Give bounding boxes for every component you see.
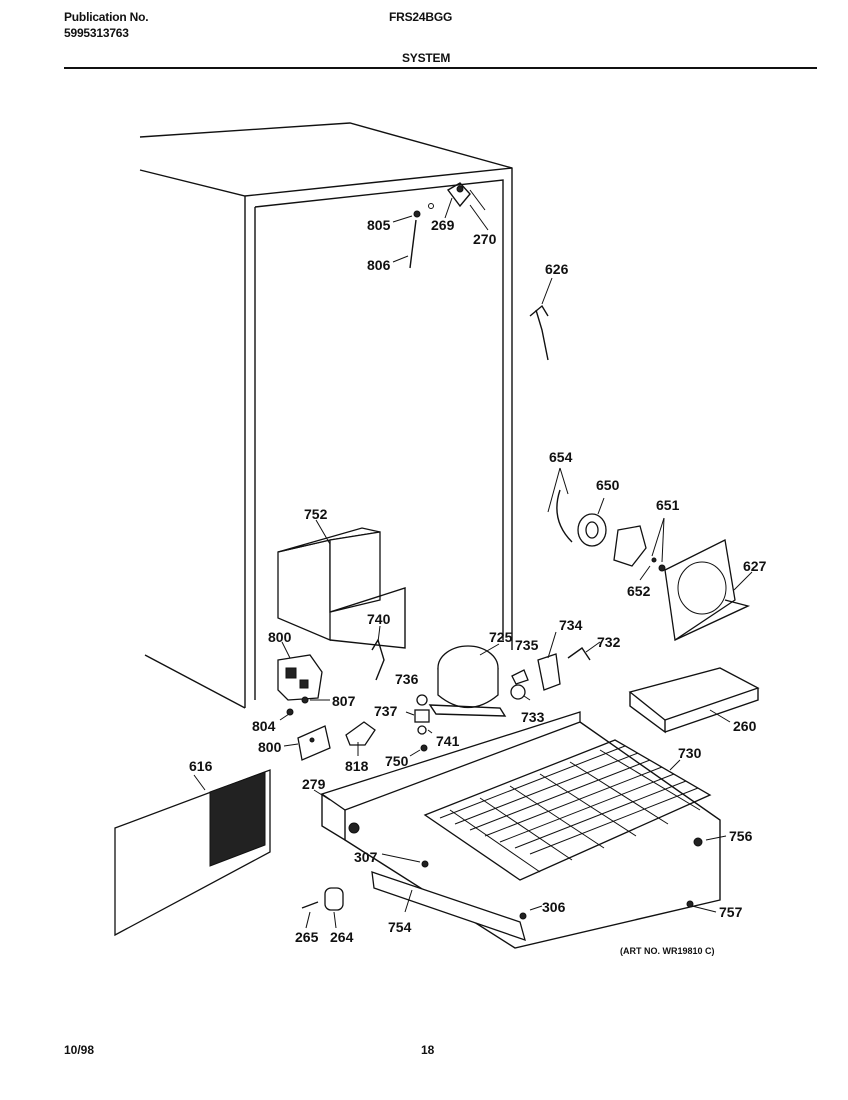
part-label: 626 — [545, 261, 569, 277]
part-label: 260 — [733, 718, 757, 734]
part-label: 650 — [596, 477, 620, 493]
part-label: 307 — [354, 849, 378, 865]
part-label: 725 — [489, 629, 513, 645]
cabinet — [139, 122, 513, 709]
leveling-parts — [301, 887, 344, 929]
art-number: (ART NO. WR19810 C) — [620, 946, 715, 956]
condenser-730 — [423, 739, 712, 881]
part-label: 741 — [436, 733, 460, 749]
part-label: 734 — [559, 617, 583, 633]
part-label: 733 — [521, 709, 545, 725]
part-label: 279 — [302, 776, 326, 792]
relay-parts — [510, 631, 601, 701]
part-label: 806 — [367, 257, 391, 273]
part-label: 754 — [388, 919, 412, 935]
rear-panel-616 — [114, 769, 271, 937]
rail-754 — [371, 853, 543, 942]
part-label: 651 — [656, 497, 680, 513]
bracket-800 — [283, 725, 331, 761]
part-label: 270 — [473, 231, 497, 247]
part-label: 737 — [374, 703, 398, 719]
drain-fitting — [428, 182, 489, 231]
part-label: 740 — [367, 611, 391, 627]
page-number: 18 — [421, 1043, 435, 1057]
part-label: 269 — [431, 217, 455, 233]
part-label: 756 — [729, 828, 753, 844]
part-label: 800 — [258, 739, 282, 755]
bracket-818 — [345, 721, 376, 756]
part-label: 654 — [549, 449, 573, 465]
part-label: 730 — [678, 745, 702, 761]
condenser-fan-assembly — [547, 467, 753, 642]
publication-number: 5995313763 — [64, 26, 129, 40]
section-title: SYSTEM — [402, 51, 451, 65]
part-label: 732 — [597, 634, 621, 650]
drain-pan-260 — [628, 667, 760, 734]
part-label: 818 — [345, 758, 369, 774]
part-label: 616 — [189, 758, 213, 774]
header-rule — [64, 67, 817, 69]
part-label: 800 — [268, 629, 292, 645]
part-label: 264 — [330, 929, 354, 945]
part-label: 306 — [542, 899, 566, 915]
compressor-725 — [428, 643, 507, 717]
part-label: 652 — [627, 583, 651, 599]
part-label: 750 — [385, 753, 409, 769]
part-626 — [529, 277, 553, 361]
part-label: 752 — [304, 506, 328, 522]
part-label: 265 — [295, 929, 319, 945]
part-label: 757 — [719, 904, 743, 920]
part-label: 627 — [743, 558, 767, 574]
model-number: FRS24BGG — [389, 10, 453, 24]
duct-752 — [277, 519, 406, 649]
footer-date: 10/98 — [64, 1043, 95, 1057]
water-valve-800 — [277, 641, 323, 701]
grommet-stack — [405, 694, 433, 757]
publication-label: Publication No. — [64, 10, 149, 24]
part-label: 804 — [252, 718, 276, 734]
drain-tube — [392, 210, 421, 269]
part-label: 807 — [332, 693, 356, 709]
part-740 — [371, 625, 385, 681]
part-label: 735 — [515, 637, 539, 653]
part-label: 805 — [367, 217, 391, 233]
part-label: 736 — [395, 671, 419, 687]
